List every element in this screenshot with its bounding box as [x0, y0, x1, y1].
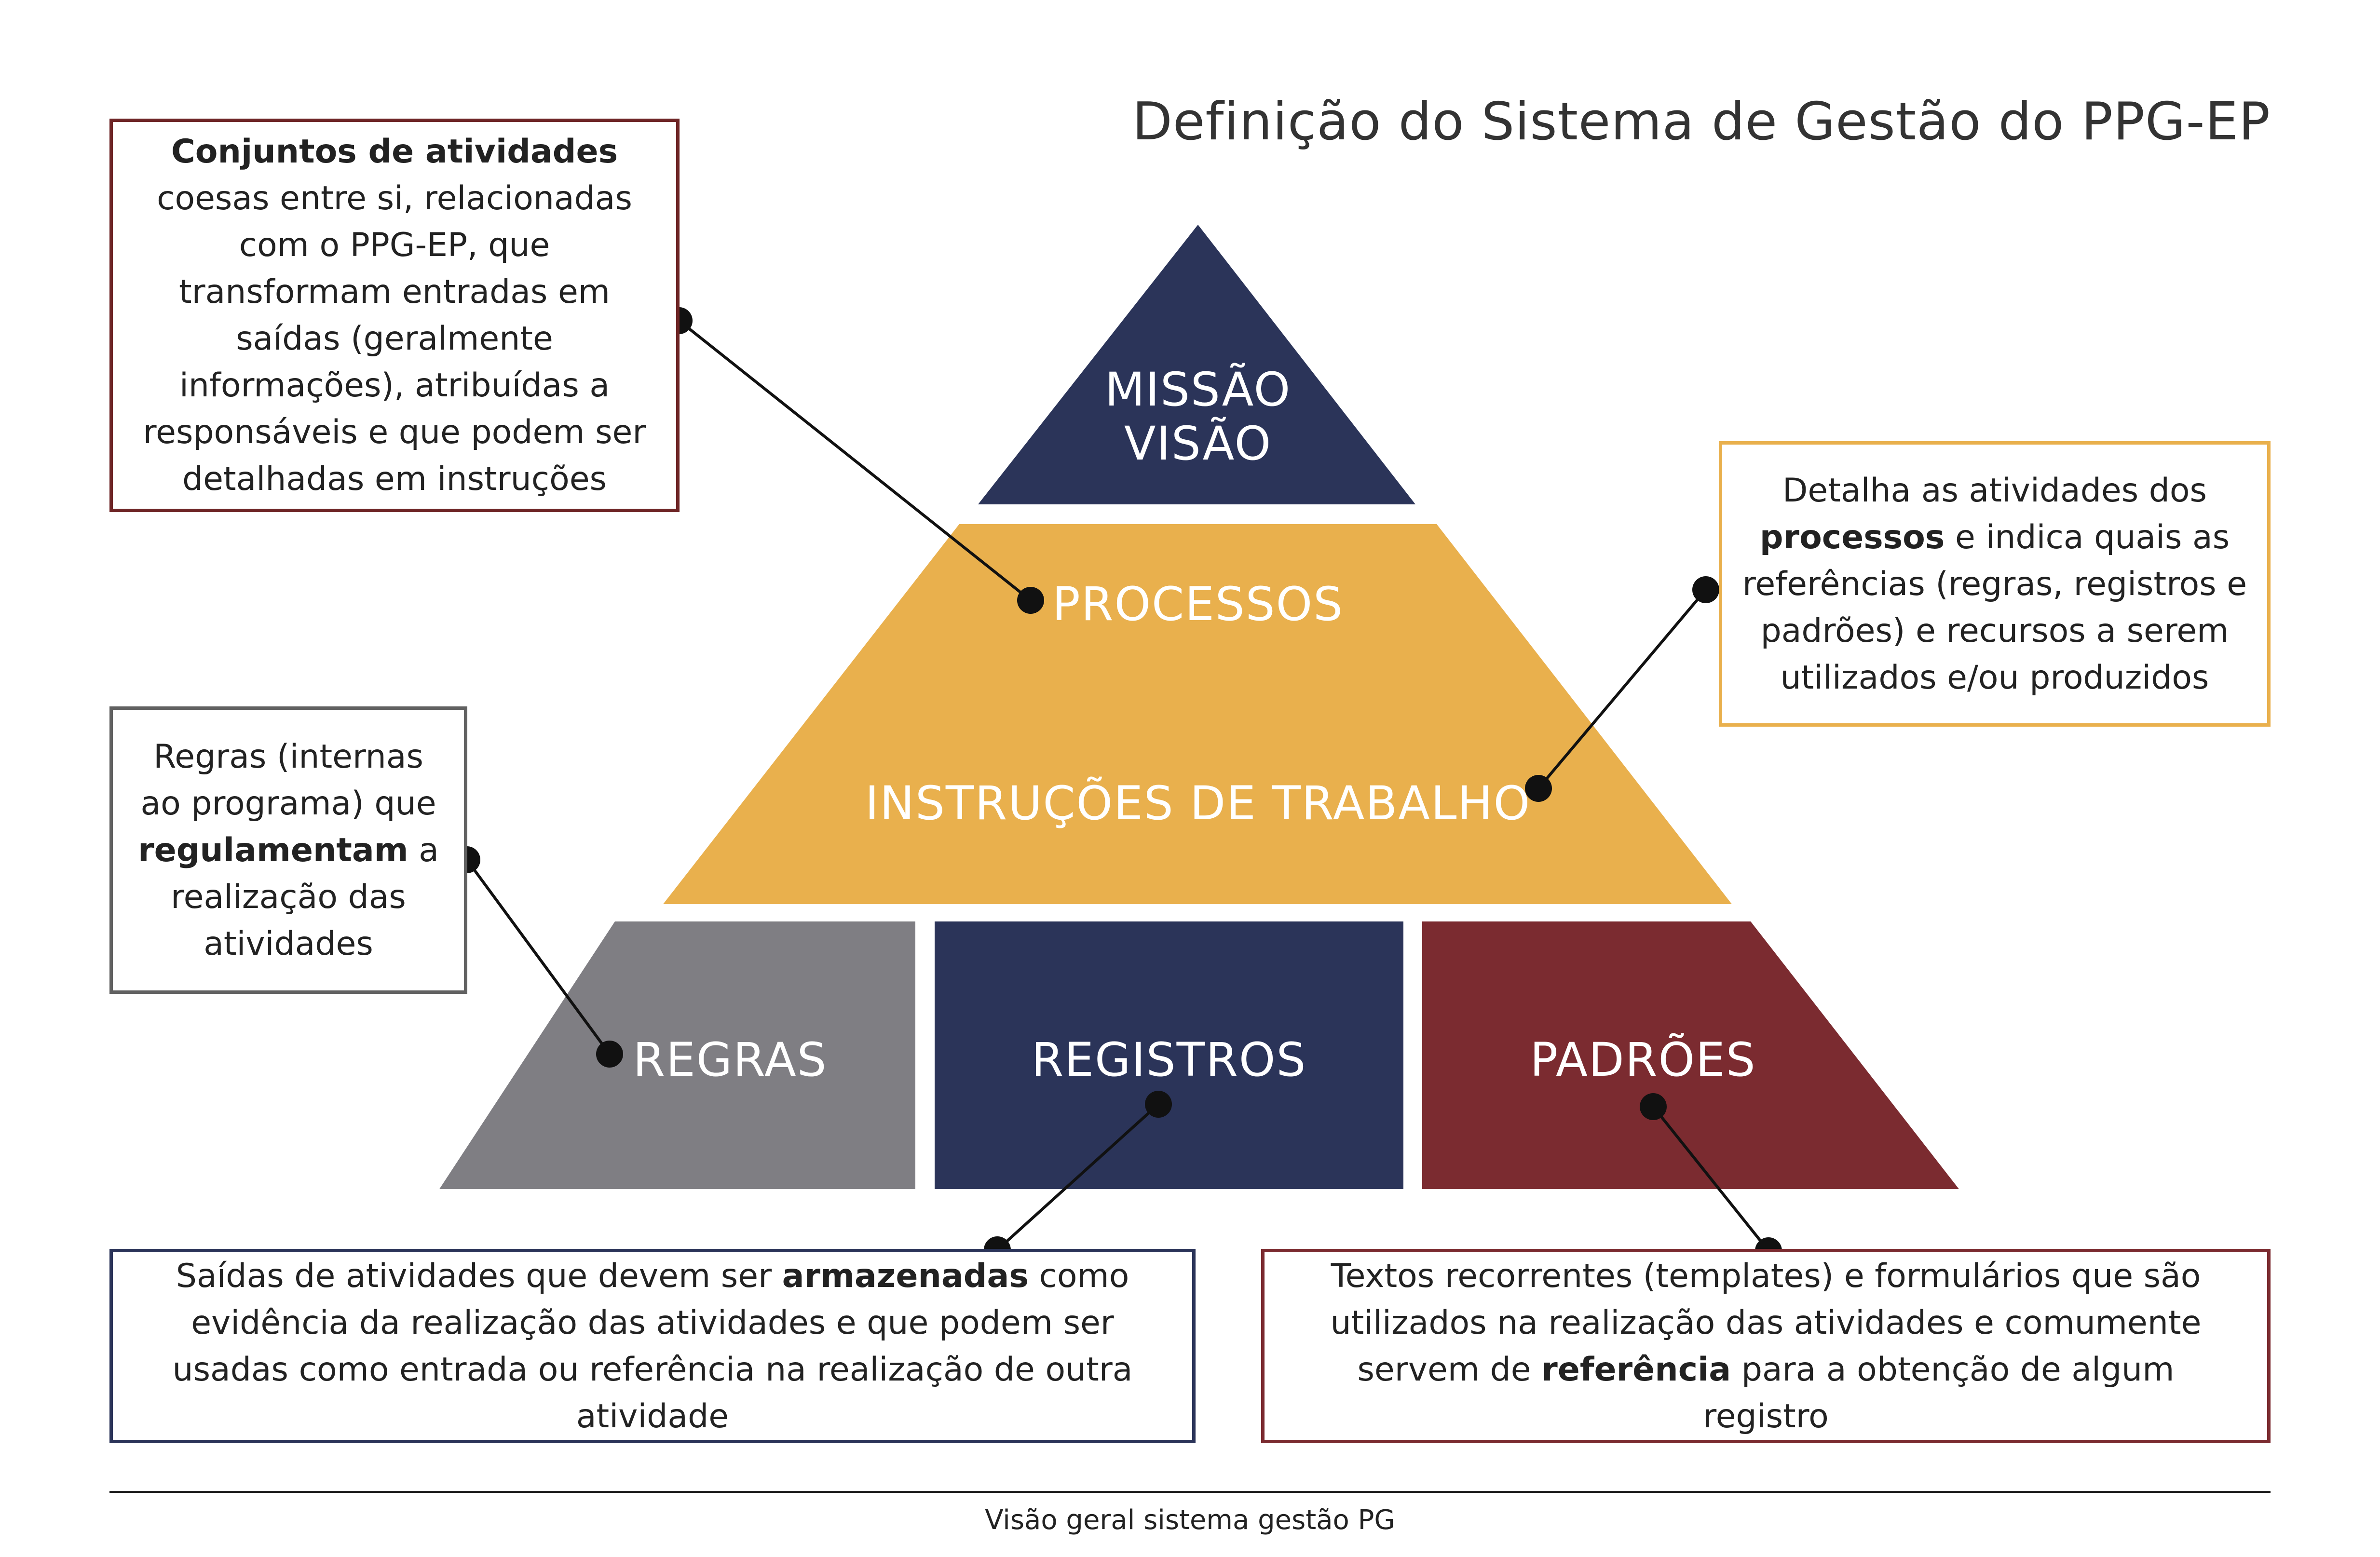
- connector-line-padroes: [1652, 1106, 1770, 1252]
- diagram-title: Definição do Sistema de Gestão do PPG-EP: [1132, 92, 2271, 152]
- pyramid-band-processes: [663, 524, 1732, 904]
- callout-instrucoes-bold: processos: [1759, 518, 1945, 556]
- registros-label: REGISTROS: [1031, 1033, 1307, 1087]
- apex-label-mission: MISSÃO: [1104, 363, 1292, 417]
- apex-label-vision: VISÃO: [1124, 417, 1272, 471]
- connector-dot: [1145, 1091, 1172, 1118]
- padroes-label: PADRÕES: [1530, 1033, 1756, 1087]
- connector-dot: [1692, 576, 1719, 603]
- callout-registros: Saídas de atividades que devem ser armaz…: [109, 1249, 1196, 1443]
- instrucoes-label: INSTRUÇÕES DE TRABALHO: [865, 776, 1531, 830]
- regras-label: REGRAS: [633, 1033, 828, 1087]
- connector-dot: [1017, 587, 1044, 614]
- callout-padroes-text-post: para a obtenção de algum registro: [1703, 1350, 2175, 1435]
- pyramid-base-regras: [439, 921, 915, 1189]
- connector-dot: [1525, 775, 1552, 802]
- connector-dot: [596, 1041, 623, 1068]
- connector-line-registros: [996, 1103, 1160, 1251]
- callout-padroes-bold: referência: [1541, 1350, 1731, 1389]
- callout-registros-bold: armazenadas: [782, 1257, 1029, 1295]
- pyramid-base-padroes: [1422, 921, 1959, 1189]
- connector-line-instrucoes: [1537, 589, 1707, 789]
- connector-line-regras: [465, 859, 611, 1055]
- callout-registros-text-pre: Saídas de atividades que devem ser: [176, 1257, 782, 1295]
- figure-caption: Visão geral sistema gestão PG: [985, 1504, 1395, 1536]
- callout-regras-text-pre: Regras (internas ao programa) que: [140, 737, 436, 823]
- callout-registros-text-post: como evidência da realização das ativida…: [172, 1257, 1133, 1435]
- callout-regras: Regras (internas ao programa) que regula…: [109, 706, 467, 994]
- callout-instrucoes-text-post: e indica quais as referências (regras, r…: [1742, 518, 2247, 697]
- callout-instrucoes-text-pre: Detalha as atividades dos: [1782, 471, 2207, 510]
- connector-line-processos: [678, 319, 1032, 602]
- callout-processos: Conjuntos de atividades coesas entre si,…: [109, 119, 680, 512]
- callout-padroes-text-pre: Textos recorrentes (templates) e formulá…: [1330, 1257, 2202, 1389]
- callout-processos-text: coesas entre si, relacionadas com o PPG-…: [143, 179, 646, 498]
- callout-regras-bold: regulamentam: [138, 831, 408, 869]
- callout-regras-text-post: a realização das atividades: [171, 831, 439, 963]
- callout-processos-bold: Conjuntos de atividades: [171, 133, 618, 171]
- processos-label: PROCESSOS: [1052, 577, 1344, 631]
- apex-label: MISSÃO VISÃO: [1053, 363, 1343, 471]
- callout-padroes: Textos recorrentes (templates) e formulá…: [1261, 1249, 2271, 1443]
- connector-dot: [1640, 1093, 1667, 1120]
- caption-divider: [109, 1491, 2271, 1493]
- pyramid-apex-mission-vision: [978, 225, 1415, 504]
- callout-instrucoes: Detalha as atividades dos processos e in…: [1719, 441, 2271, 727]
- pyramid-base-registros: [935, 921, 1403, 1189]
